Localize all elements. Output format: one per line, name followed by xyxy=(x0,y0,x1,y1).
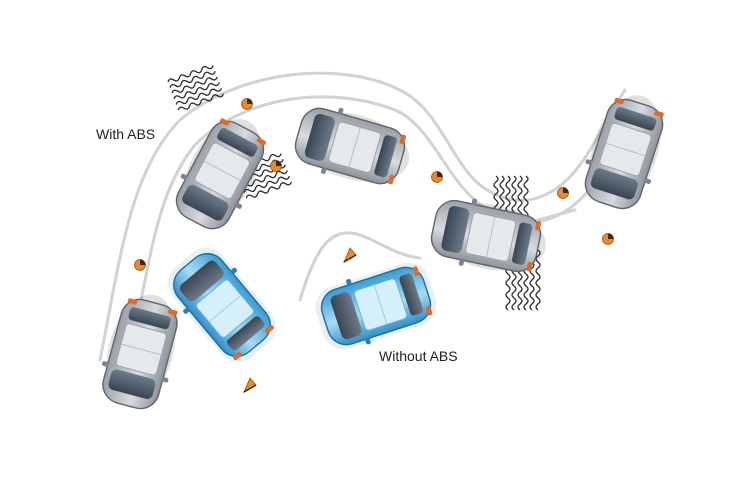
traffic-cone-icon xyxy=(241,98,253,110)
car-top-view-icon xyxy=(157,237,287,373)
traffic-cone-icon xyxy=(134,259,146,271)
without-abs-label: Without ABS xyxy=(379,348,458,364)
traffic-cone-icon xyxy=(602,233,614,245)
traffic-cone-icon xyxy=(243,377,257,393)
traffic-cone-icon xyxy=(557,187,569,199)
car-top-view-icon xyxy=(308,254,444,358)
cars-with-abs xyxy=(92,84,677,415)
traffic-cone-icon xyxy=(431,171,443,183)
car-top-view-icon xyxy=(426,190,554,283)
traffic-cone-icon xyxy=(343,247,357,263)
with-abs-label: With ABS xyxy=(96,126,156,142)
car-top-view-icon xyxy=(92,285,190,415)
car-top-view-icon xyxy=(164,104,280,239)
traffic-cone-icon xyxy=(270,160,282,172)
